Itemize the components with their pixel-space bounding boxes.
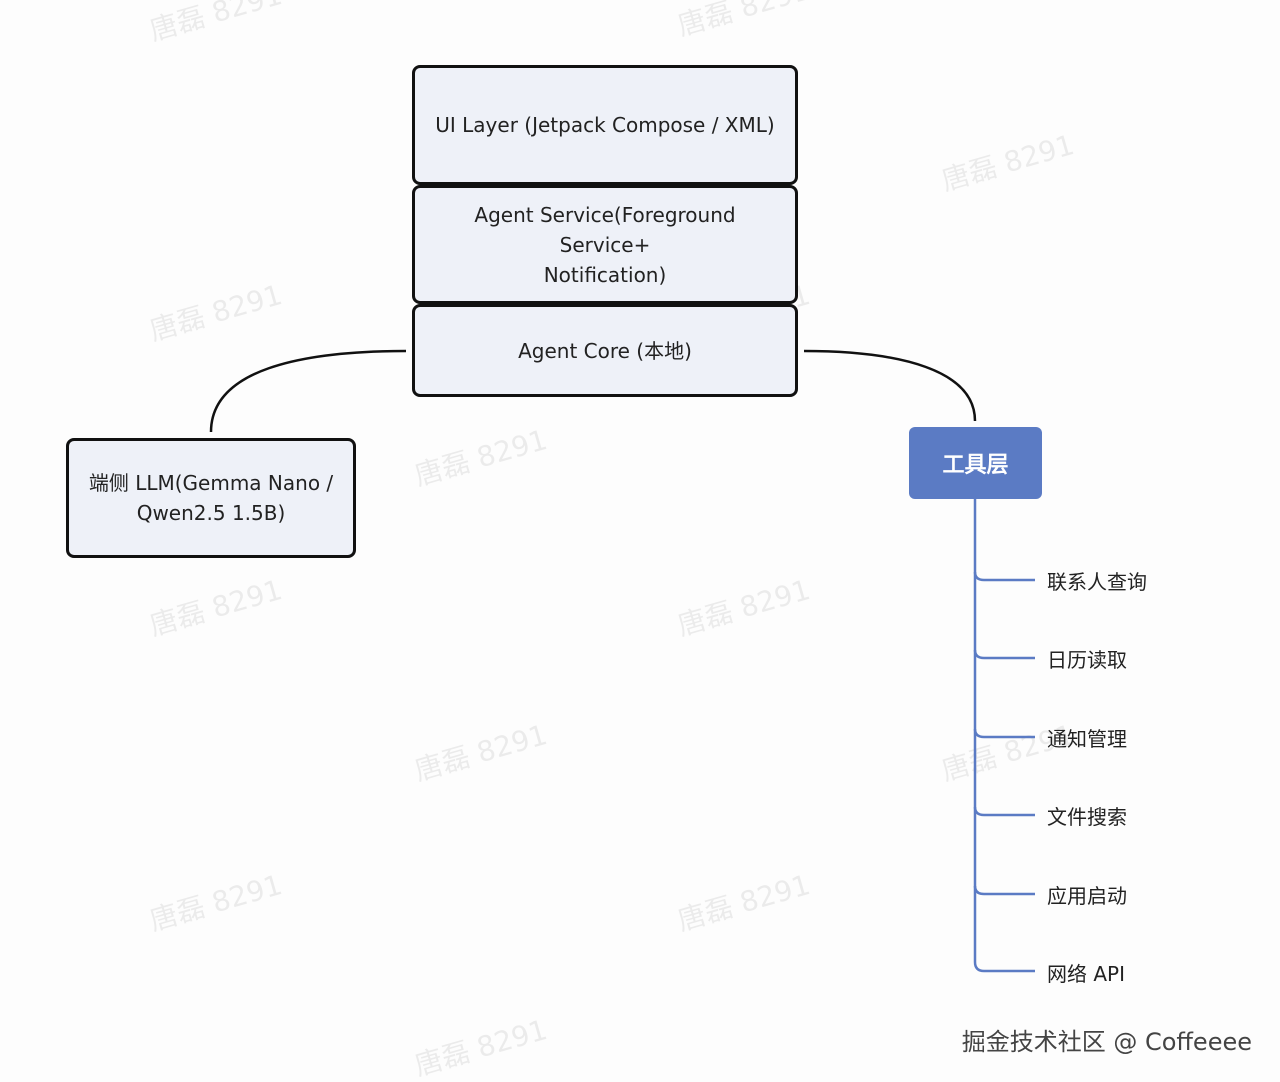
core-to-tools-connector — [803, 349, 977, 422]
tool-item-file-search: 文件搜索 — [1047, 805, 1127, 829]
ui-layer-box: UI Layer (Jetpack Compose / XML) — [412, 65, 798, 185]
tool-item-app-launch: 应用启动 — [1047, 884, 1127, 908]
on-device-llm-label: 端侧 LLM(Gemma Nano / Qwen2.5 1.5B) — [89, 468, 333, 528]
source-credit: 掘金技术社区 @ Coffeeee — [961, 1028, 1252, 1056]
tool-item-network-api: 网络 API — [1047, 962, 1125, 986]
tool-item-notifications: 通知管理 — [1047, 727, 1127, 751]
core-to-llm-connector — [209, 349, 407, 433]
on-device-llm-label-line2: Qwen2.5 1.5B) — [136, 501, 286, 525]
agent-service-box: Agent Service(Foreground Service+ Notifi… — [412, 185, 798, 304]
agent-core-label: Agent Core (本地) — [518, 338, 692, 363]
agent-core-box: Agent Core (本地) — [412, 304, 798, 397]
ui-layer-label: UI Layer (Jetpack Compose / XML) — [435, 113, 775, 137]
tool-layer-node: 工具层 — [909, 427, 1042, 499]
agent-service-label-line2: Notification) — [543, 262, 667, 287]
tool-layer-title: 工具层 — [942, 453, 1009, 478]
agent-service-label-line1: Agent Service(Foreground Service+ — [474, 202, 736, 257]
agent-service-label: Agent Service(Foreground Service+ Notifi… — [427, 200, 783, 290]
on-device-llm-label-line1: 端侧 LLM(Gemma Nano / — [88, 471, 334, 495]
tool-item-contacts: 联系人查询 — [1047, 570, 1147, 594]
tool-branches — [973, 499, 1035, 973]
on-device-llm-box: 端侧 LLM(Gemma Nano / Qwen2.5 1.5B) — [66, 438, 356, 558]
tool-item-calendar: 日历读取 — [1047, 648, 1127, 672]
